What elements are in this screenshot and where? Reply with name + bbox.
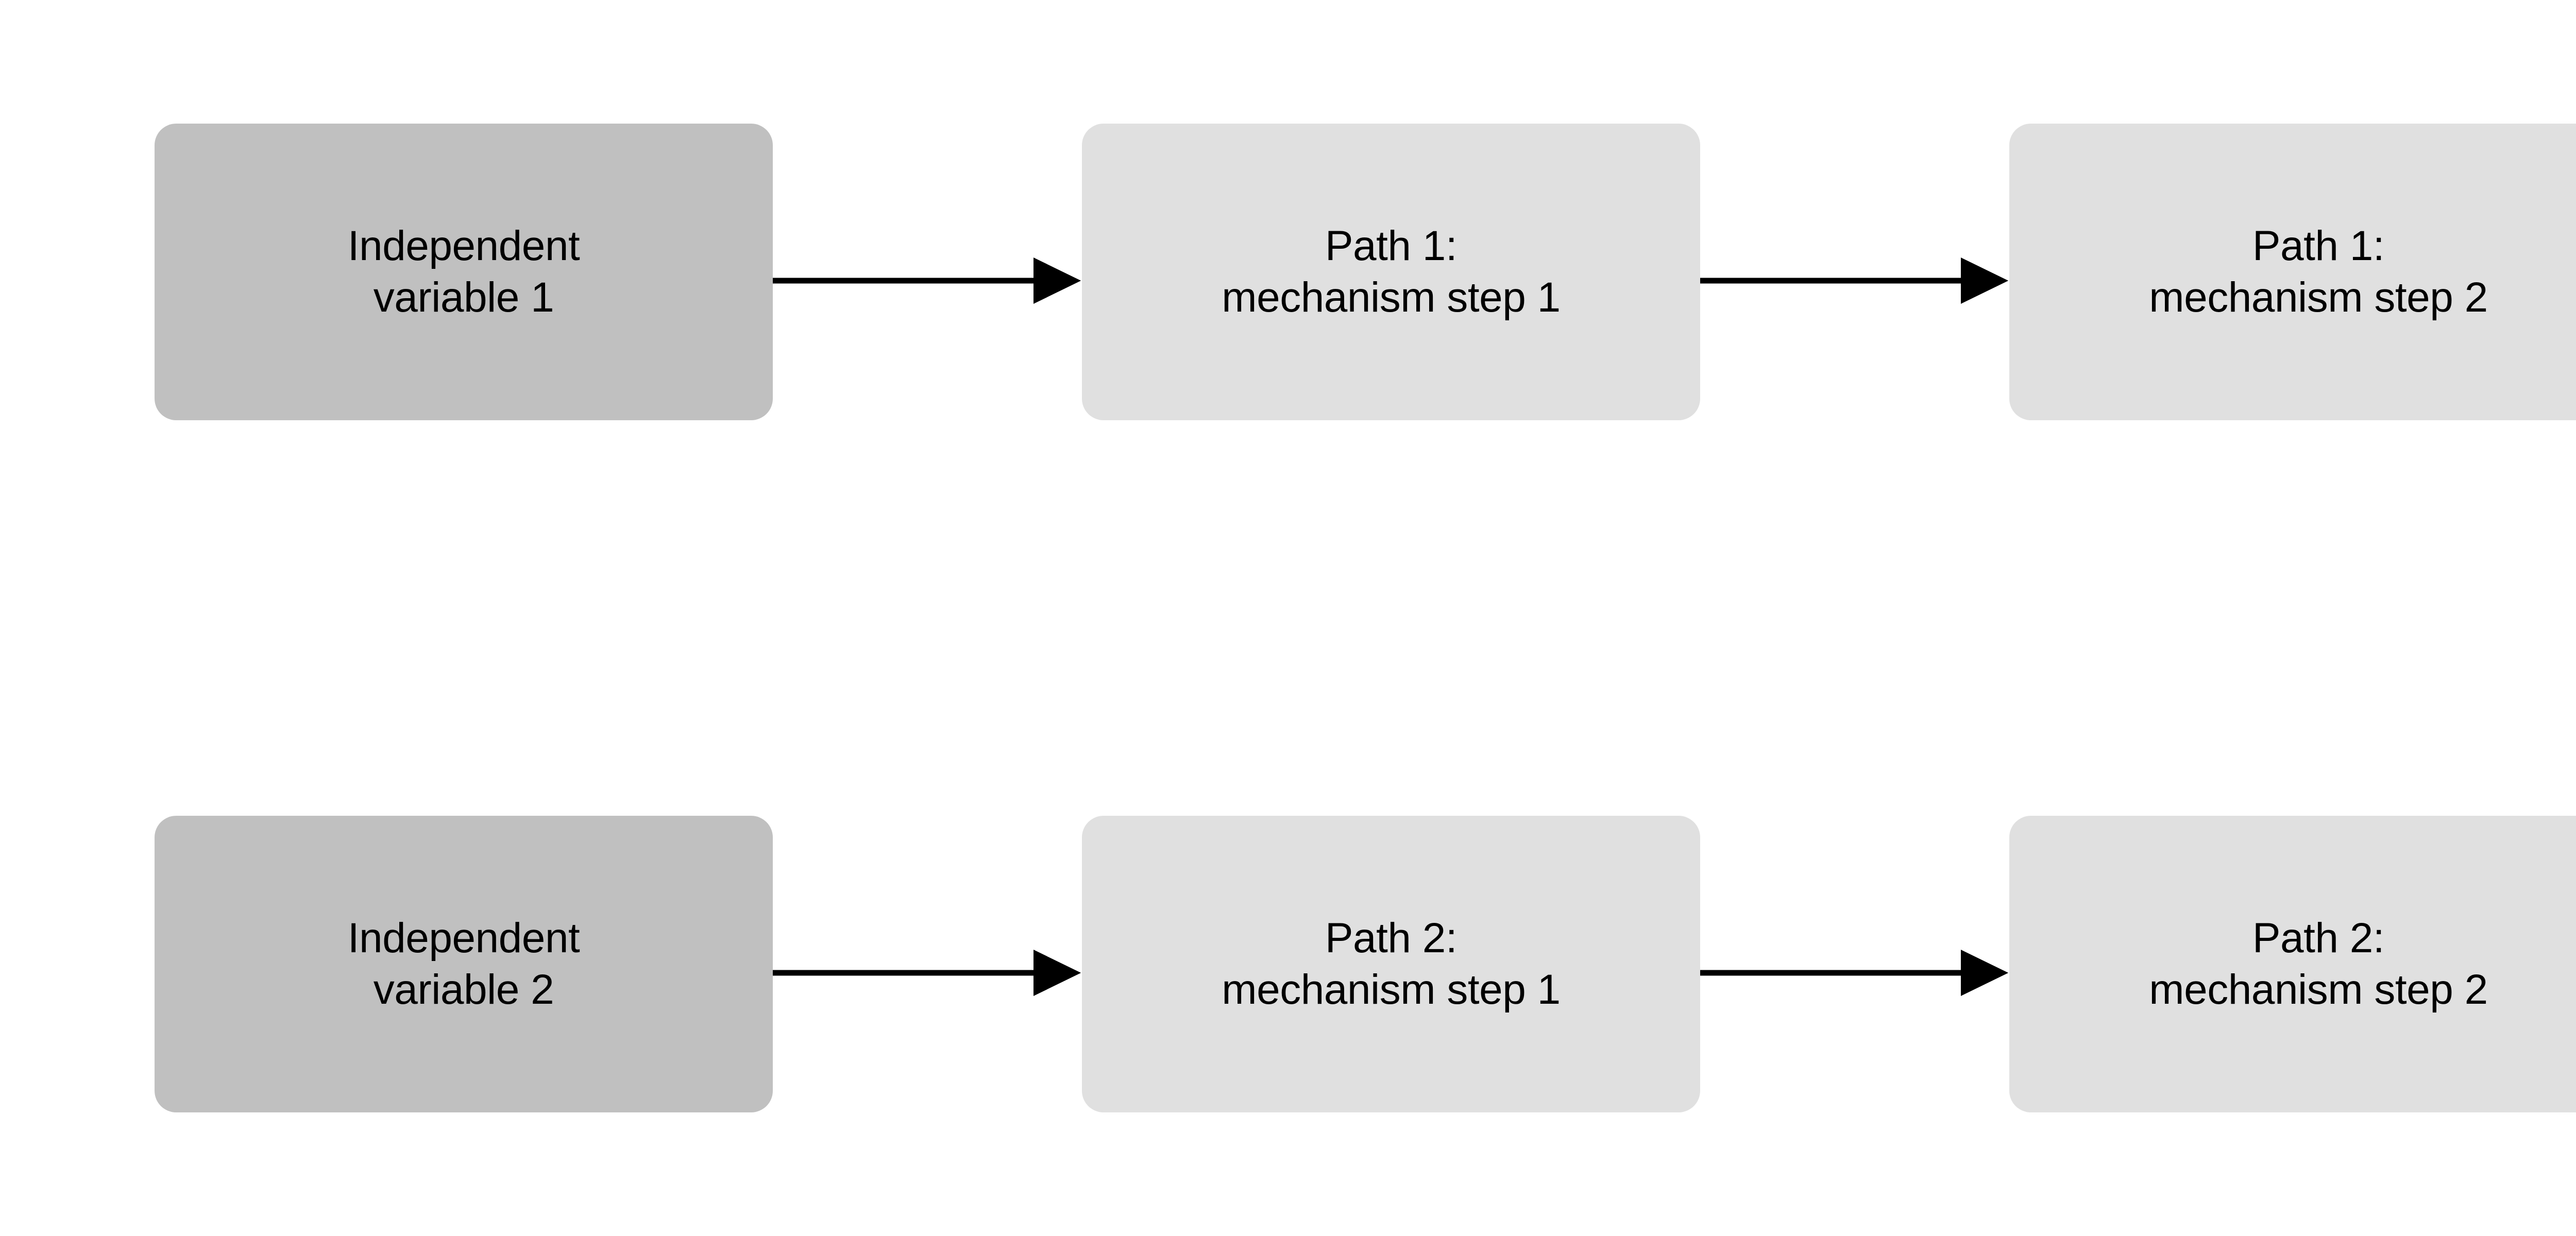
node-independent-variable-2[interactable]: Independent variable 2 <box>155 816 773 1112</box>
node-independent-variable-1[interactable]: Independent variable 1 <box>155 124 773 420</box>
node-path-2-mechanism-step-2[interactable]: Path 2: mechanism step 2 <box>2009 816 2576 1112</box>
node-path-1-mechanism-step-1[interactable]: Path 1: mechanism step 1 <box>1082 124 1700 420</box>
node-path-1-mechanism-step-2[interactable]: Path 1: mechanism step 2 <box>2009 124 2576 420</box>
node-path-2-mechanism-step-1[interactable]: Path 2: mechanism step 1 <box>1082 816 1700 1112</box>
